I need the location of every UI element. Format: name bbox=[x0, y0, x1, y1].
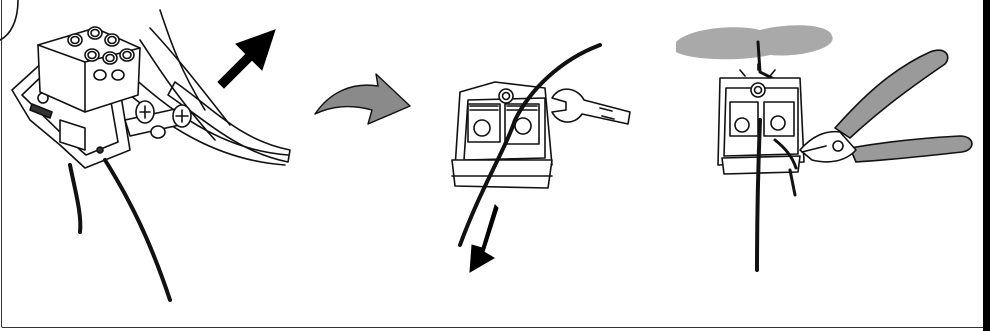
step-2-illustration bbox=[452, 45, 630, 245]
pliers-pivot bbox=[833, 141, 843, 151]
black-wire-down bbox=[757, 120, 760, 270]
screw3-left bbox=[735, 118, 749, 132]
tab-hole bbox=[97, 147, 103, 153]
black-wire-right bbox=[105, 160, 170, 300]
screw-right bbox=[515, 118, 531, 134]
center-nut-inner bbox=[503, 93, 510, 100]
wrench bbox=[552, 89, 630, 124]
screw-left bbox=[474, 120, 490, 136]
corner-circle-outline bbox=[0, 0, 18, 40]
nut-sparkle bbox=[740, 64, 775, 76]
black-wire-short bbox=[790, 170, 795, 195]
plate3-base bbox=[722, 156, 800, 174]
step-3-illustration bbox=[676, 25, 972, 270]
shadow-cloud bbox=[676, 25, 833, 59]
bolt-collar bbox=[151, 126, 165, 138]
screw3-right bbox=[771, 116, 785, 130]
pliers-handle-upper bbox=[835, 50, 948, 138]
pliers-handle-lower bbox=[850, 136, 972, 162]
arrow-up-right bbox=[218, 30, 275, 88]
curved-transition-arrow bbox=[315, 74, 410, 124]
plate-base bbox=[452, 160, 552, 188]
center-nut-3-inner bbox=[755, 87, 762, 94]
black-wire-left bbox=[70, 165, 80, 232]
